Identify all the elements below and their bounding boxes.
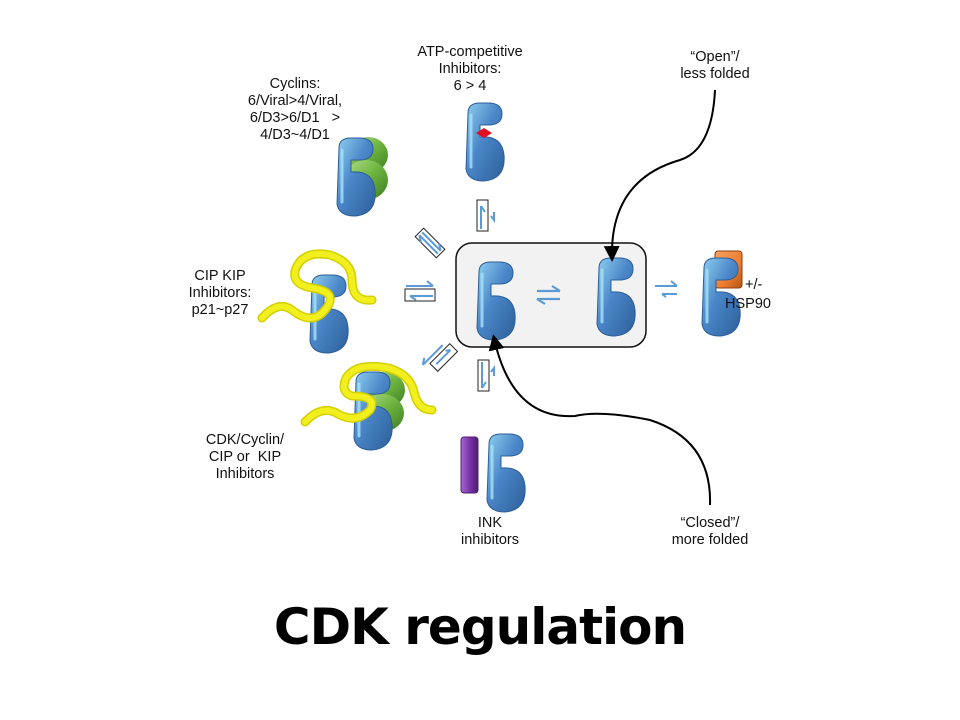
cdk-cyclin-cip-complex	[300, 361, 437, 452]
equilibrium-arrow-bottom	[481, 362, 487, 389]
closed-pointer-arrow	[488, 334, 712, 506]
cdk-closed-central	[475, 260, 517, 342]
closed-state-label: “Closed”/ more folded	[671, 515, 749, 548]
equilibrium-arrow-center	[536, 285, 561, 305]
cdk-open-central	[595, 256, 637, 338]
cdk-cyclin-cip-label: CDK/Cyclin/ CIP or KIP Inhibitors	[205, 432, 285, 482]
equilibrium-arrow-left-box	[404, 288, 436, 302]
cdk-cip-kip-complex	[257, 249, 377, 355]
equilibrium-arrow-topleft	[414, 227, 446, 259]
page-title: CDK regulation	[273, 598, 687, 656]
open-state-label: “Open”/ less folded	[680, 49, 750, 82]
cyclins-label: Cyclins: 6/Viral>4/Viral, 6/D3>6/D1 > 4/…	[247, 76, 343, 143]
cdk-atp-inhibitor	[464, 101, 506, 183]
equilibrium-arrow-top-box	[476, 199, 489, 232]
open-pointer-arrow	[603, 89, 716, 262]
ink-inhibitor-bar	[460, 436, 479, 494]
cdk-cyclin-complex	[335, 136, 388, 218]
equilibrium-arrow-left	[406, 280, 434, 287]
equilibrium-arrow-bottom-box	[477, 359, 490, 392]
hsp90-sign-label: +/-	[745, 277, 763, 293]
ink-inhibitors-label: INK inhibitors	[460, 515, 520, 548]
atp-inhibitors-label: ATP-competitive Inhibitors: 6 > 4	[417, 44, 523, 94]
equilibrium-arrow-top	[480, 205, 486, 229]
equilibrium-arrow-bottomleft	[421, 342, 459, 372]
hsp90-label: HSP90	[725, 296, 771, 312]
equilibrium-arrow-right	[655, 280, 678, 287]
cdk-hsp90-complex	[700, 250, 743, 338]
cip-kip-label: CIP KIP Inhibitors: p21~p27	[188, 268, 252, 318]
atp-inhibitor-diamond	[476, 128, 492, 138]
cdk-ink-complex	[460, 432, 527, 514]
